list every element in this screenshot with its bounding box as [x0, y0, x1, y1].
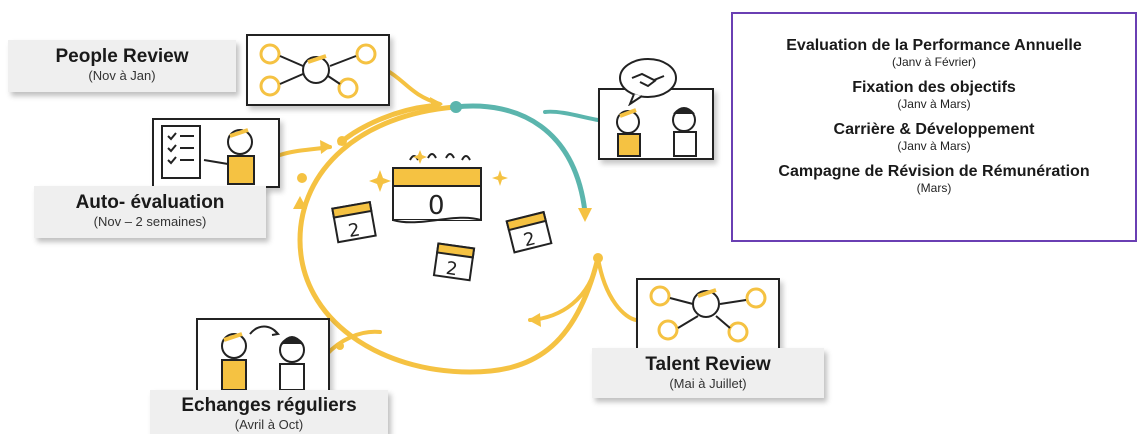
info-item: Carrière & Développement (Janv à Mars) [733, 120, 1135, 153]
info-item-title: Carrière & Développement [833, 121, 1035, 138]
cycle-arc-bottom [467, 255, 601, 375]
stage-title: People Review [55, 46, 189, 67]
stage-period: (Nov à Jan) [88, 68, 156, 83]
info-item-period: (Janv à Mars) [897, 139, 971, 153]
cycle-arc-teal [452, 103, 588, 215]
sparkle-icons [369, 150, 508, 192]
handshake-bubble-icon [619, 58, 677, 106]
connector-talent-out [596, 256, 638, 322]
info-item-title: Campagne de Révision de Rémunération [778, 163, 1090, 180]
arrowhead-top [430, 97, 443, 112]
echanges-illustration [196, 318, 330, 394]
talent-review-label: Talent Review (Mai à Juillet) [592, 348, 824, 398]
info-item-period: (Mars) [916, 181, 952, 195]
auto-evaluation-illustration [152, 118, 280, 188]
annual-campaigns-box: Evaluation de la Performance Annuelle (J… [731, 12, 1137, 242]
dot-left-top [337, 136, 347, 146]
people-review-label: People Review (Nov à Jan) [8, 40, 236, 92]
svg-text:2: 2 [522, 228, 538, 251]
info-item: Campagne de Révision de Rémunération (Ma… [733, 162, 1135, 195]
echanges-label: Echanges réguliers (Avril à Oct) [150, 390, 388, 434]
calendar-page-main: 0 [428, 191, 445, 221]
svg-text:2: 2 [445, 258, 459, 280]
arrowhead-teal [578, 208, 592, 222]
handshake-illustration [598, 88, 714, 160]
stage-period: (Nov – 2 semaines) [93, 214, 207, 229]
svg-text:2: 2 [347, 219, 362, 242]
people-review-illustration [246, 34, 390, 106]
calendar-page-left: 2 [331, 200, 377, 244]
calendar-page-bottom: 2 [432, 242, 476, 282]
stage-title: Talent Review [645, 354, 771, 375]
calendar-page-right: 2 [505, 210, 553, 254]
talent-review-illustration [636, 278, 780, 350]
calendar-icon: 0 [392, 153, 482, 224]
stage-title: Echanges réguliers [181, 395, 357, 416]
dot-teal [450, 101, 462, 113]
info-item: Evaluation de la Performance Annuelle (J… [733, 36, 1135, 69]
arrowhead-left-up [293, 196, 307, 209]
arrowhead-bottom [528, 313, 541, 327]
info-item-title: Evaluation de la Performance Annuelle [786, 37, 1082, 54]
dot-left [297, 173, 307, 183]
dot-right [593, 253, 603, 263]
stage-title: Auto- évaluation [75, 192, 225, 213]
connector-talent [528, 256, 600, 322]
dot-bottom [336, 342, 344, 350]
connector-handshake [543, 109, 600, 122]
stage-period: (Avril à Oct) [234, 417, 304, 432]
info-item: Fixation des objectifs (Janv à Mars) [733, 78, 1135, 111]
info-item-title: Fixation des objectifs [852, 79, 1016, 96]
stage-period: (Mai à Juillet) [669, 376, 747, 391]
info-item-period: (Janv à Mars) [897, 97, 971, 111]
info-item-period: (Janv à Février) [891, 55, 977, 69]
cycle-arc-left [297, 104, 473, 375]
auto-evaluation-label: Auto- évaluation (Nov – 2 semaines) [34, 186, 266, 238]
arrowhead-auto [320, 140, 332, 154]
cycle-arc-left-top [337, 103, 433, 146]
